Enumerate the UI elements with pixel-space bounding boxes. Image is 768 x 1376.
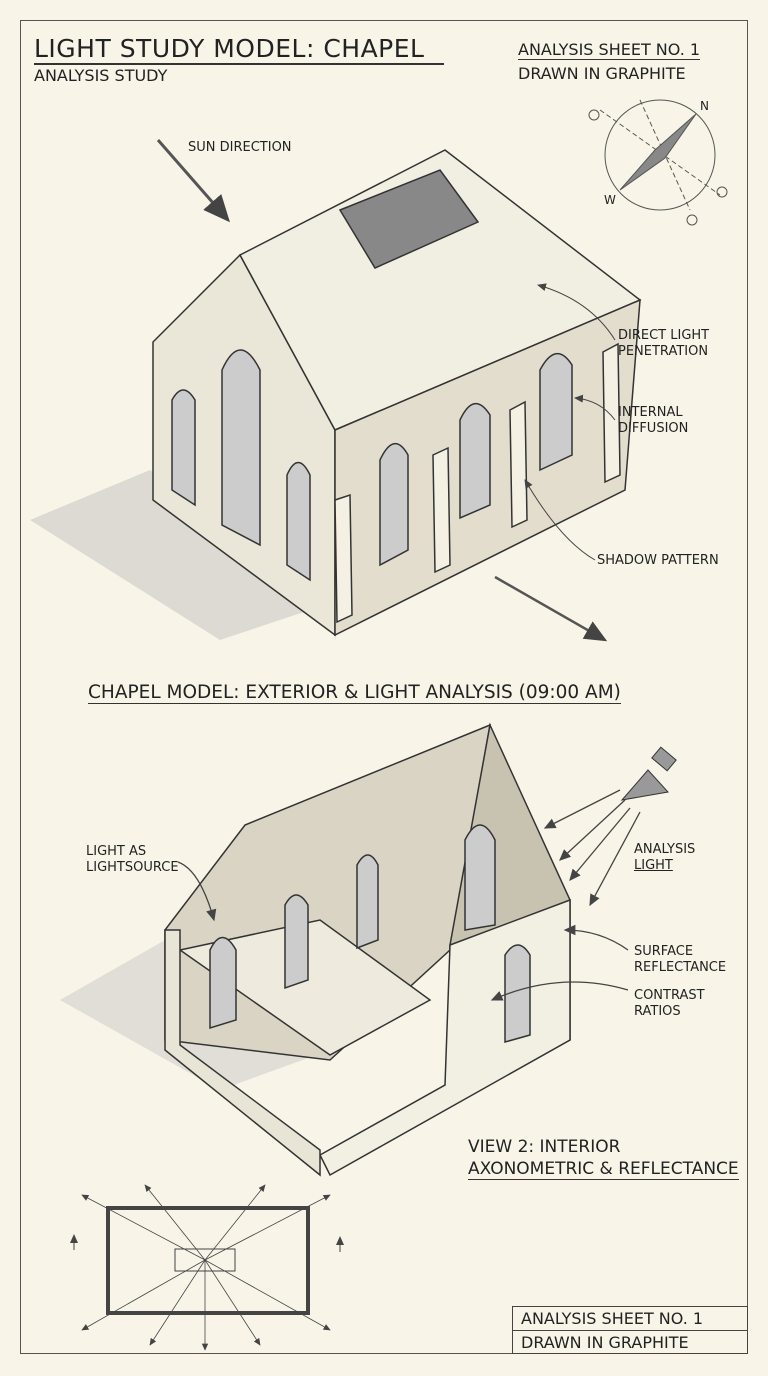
compass-west: W bbox=[604, 193, 616, 207]
chapel-interior-drawing bbox=[60, 722, 571, 1177]
sheet-subtitle: ANALYSIS STUDY bbox=[34, 66, 168, 85]
sun-direction-arrow bbox=[156, 139, 230, 223]
title-block-medium: DRAWN IN GRAPHITE bbox=[521, 1333, 689, 1352]
title-block: ANALYSIS SHEET NO. 1 DRAWN IN GRAPHITE bbox=[512, 1306, 748, 1354]
sun-direction-label: SUN DIRECTION bbox=[188, 140, 292, 155]
sheet-medium: DRAWN IN GRAPHITE bbox=[518, 64, 686, 83]
sheet-border bbox=[20, 20, 748, 1354]
leader-lines bbox=[524, 283, 616, 561]
compass-icon bbox=[588, 99, 728, 226]
sheet-title: LIGHT STUDY MODEL: CHAPEL bbox=[34, 34, 445, 65]
lamp-icon bbox=[620, 746, 677, 801]
analysis-light-rays bbox=[177, 789, 641, 1001]
view2-caption-line2: AXONOMETRIC & REFLECTANCE bbox=[468, 1159, 739, 1180]
title-block-sheet: ANALYSIS SHEET NO. 1 bbox=[513, 1307, 747, 1331]
light-exit-arrow bbox=[494, 575, 608, 642]
view1-caption: CHAPEL MODEL: EXTERIOR & LIGHT ANALYSIS … bbox=[88, 682, 621, 704]
sheet-number: ANALYSIS SHEET NO. 1 bbox=[518, 40, 701, 60]
view2-caption-line1: VIEW 2: INTERIOR bbox=[468, 1137, 621, 1157]
floor-plan-diagram bbox=[70, 1184, 344, 1351]
chapel-exterior-drawing bbox=[30, 149, 642, 640]
compass-north: N bbox=[700, 99, 709, 113]
shadow-pattern-label: SHADOW PATTERN bbox=[597, 553, 719, 568]
shadow-pattern bbox=[30, 470, 340, 640]
